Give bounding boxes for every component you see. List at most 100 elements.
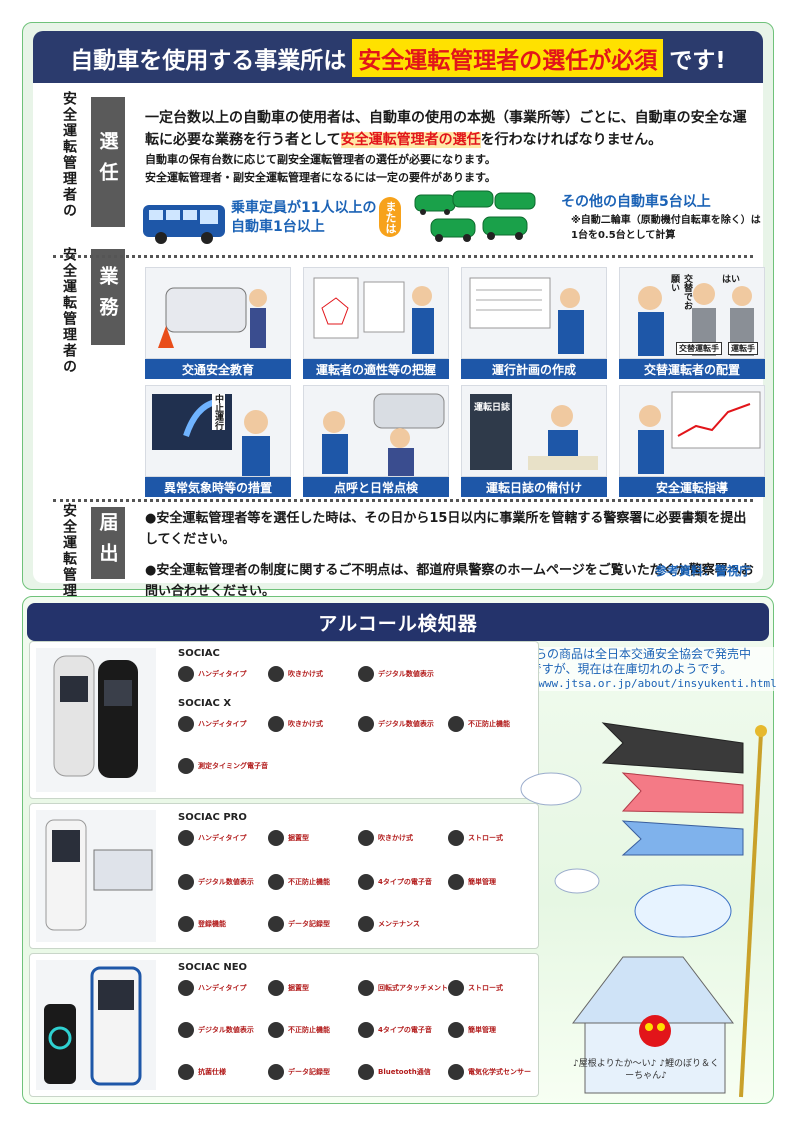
weather-sign: 中止運行 (212, 394, 225, 430)
banner-highlight: 安全運転管理者の選任が必須 (352, 39, 664, 77)
product-logo-1: SOCIAC (178, 648, 220, 659)
duty-illustration-2 (303, 267, 449, 359)
senin-subtext-b: 安全運転管理者・副安全運転管理者になるには一定の要件があります。 (145, 170, 496, 184)
duty-caption-8: 安全運転指導 (619, 477, 765, 497)
badge-driver: 運転手 (728, 342, 758, 355)
product-image-4 (36, 960, 156, 1090)
carp-blue (621, 820, 744, 856)
duty-illustration-8 (619, 385, 765, 477)
product-panel-3: SOCIAC PRO ハンディタイプ 据置型 吹きかけ式 ストロー式 デジタル数… (29, 803, 539, 949)
section-alcohol-detector: アルコール検知器 これらの商品は全日本交通安全協会で発売中 ですが、現在は在庫切… (22, 596, 779, 1104)
feature-4-3: 回転式アタッチメント (358, 980, 448, 996)
condition-cars: その他の自動車5台以上 (561, 194, 711, 210)
duty-card-3: 運行計画の作成 (461, 267, 607, 379)
feature-4-4: ストロー式 (448, 980, 503, 996)
cars-icon (414, 190, 536, 242)
product-image-1 (36, 648, 156, 792)
duty-card-4: 交替でお願い はい 交替運転手 運転手 交替運転者の配置 (619, 267, 765, 379)
feature-4-10: データ記録型 (268, 1064, 330, 1080)
duty-caption-2: 運転者の適性等の把握 (303, 359, 449, 379)
feature-3-7: 4タイプの電子音 (358, 874, 432, 890)
banner-pre: 自動車を使用する事業所は (70, 48, 347, 74)
divider-2 (53, 499, 753, 502)
duty-illustration-3 (461, 267, 607, 359)
product-panel-4: SOCIAC NEO ハンディタイプ 据置型 回転式アタッチメント ストロー式 … (29, 953, 539, 1097)
feature-2-3: デジタル数値表示 (358, 716, 434, 732)
duty-illustration-6 (303, 385, 449, 477)
duty-illustration-4: 交替でお願い はい 交替運転手 運転手 (619, 267, 765, 359)
feature-3-1: ハンディタイプ (178, 830, 247, 846)
feature-1-4: 測定タイミング電子音 (178, 758, 268, 774)
duty-illustration-7: 運転日誌 (461, 385, 607, 477)
feature-1-2: 吹きかけ式 (268, 666, 323, 682)
feature-3-4: ストロー式 (448, 830, 503, 846)
stock-url[interactable]: https://www.jtsa.or.jp/about/insyukenti.… (485, 677, 777, 690)
senin-subtext: 自動車の保有台数に応じて副安全運転管理者の選任が必要になります。 安全運転管理者… (145, 151, 755, 186)
product-logo-3: SOCIAC PRO (178, 812, 247, 823)
feature-3-10: データ記録型 (268, 916, 330, 932)
feature-3-3: 吹きかけ式 (358, 830, 413, 846)
feature-2-2: 吹きかけ式 (268, 716, 323, 732)
todoke-bullet-2: ●安全運転管理者の制度に関するご不明点は、都道府県警察のホームページをご覧いただ… (145, 563, 754, 599)
header-banner: 自動車を使用する事業所は 安全運転管理者の選任が必須 です! (33, 31, 763, 85)
duty-card-7: 運転日誌 運転日誌の備付け (461, 385, 607, 497)
feature-2-4: 不正防止機能 (448, 716, 510, 732)
motorcycle-note: ※自動二輪車（原動機付自転車を除く）は1台を0.5台として計算 (571, 215, 761, 241)
duty-illustration-5: 中止運行 (145, 385, 291, 477)
duty-card-1: 交通安全教育 (145, 267, 291, 379)
duty-card-2: 運転者の適性等の把握 (303, 267, 449, 379)
detector-banner: アルコール検知器 (27, 603, 769, 641)
senin-text-a: 一定台数以上の自動車の使用者は、自動車の使用の本拠（事業所等）ごとに、自動車の安… (145, 110, 747, 149)
product-panel-1: SOCIAC ハンディタイプ 吹きかけ式 デジタル数値表示 SOCIAC X ハ… (29, 641, 539, 799)
feature-4-11: Bluetooth通信 (358, 1064, 431, 1080)
duty-caption-6: 点呼と日常点検 (303, 477, 449, 497)
divider-1 (53, 255, 753, 258)
tag-senin: 選任 (91, 97, 125, 227)
feature-4-9: 抗菌仕様 (178, 1064, 226, 1080)
duty-caption-1: 交通安全教育 (145, 359, 291, 379)
senin-subtext-a: 自動車の保有台数に応じて副安全運転管理者の選任が必要になります。 (145, 153, 496, 166)
carp-black (601, 722, 744, 774)
duty-illustration-1 (145, 267, 291, 359)
hai-bubble: はい (722, 275, 741, 285)
feature-3-6: 不正防止機能 (268, 874, 330, 890)
duty-caption-4: 交替運転者の配置 (619, 359, 765, 379)
side-label-1: 安全運転管理者の (61, 91, 77, 219)
feature-3-5: デジタル数値表示 (178, 874, 254, 890)
reference-note: 参考資料：警視庁 (654, 564, 751, 578)
detector-title: アルコール検知器 (318, 612, 478, 635)
product-logo-4: SOCIAC NEO (178, 962, 248, 973)
condition-bus: 乗車定員が11人以上の自動車1台以上 (231, 200, 377, 235)
feature-4-1: ハンディタイプ (178, 980, 247, 996)
feature-3-2: 据置型 (268, 830, 309, 846)
senin-text-red: 安全運転管理者の選任 (340, 132, 481, 149)
duty-card-5: 中止運行 異常気象時等の措置 (145, 385, 291, 497)
feature-1-3: デジタル数値表示 (358, 666, 434, 682)
feature-4-12: 電気化学式センサー (448, 1064, 531, 1080)
carp-red (621, 772, 744, 814)
tag-gyomu: 業務 (91, 249, 125, 345)
duty-card-6: 点呼と日常点検 (303, 385, 449, 497)
senin-text-b: を行わなければなりません。 (480, 132, 663, 149)
duty-caption-3: 運行計画の作成 (461, 359, 607, 379)
stock-line-2: ですが、現在は在庫切れのようです。 (529, 662, 733, 676)
feature-3-11: メンテナンス (358, 916, 420, 932)
feature-4-8: 簡単管理 (448, 1022, 496, 1038)
diary-label: 運転日誌 (474, 403, 511, 413)
feature-3-9: 登録機能 (178, 916, 226, 932)
swap-bubble: 交替でお願い (669, 274, 692, 310)
bus-icon (143, 205, 225, 244)
duty-caption-5: 異常気象時等の措置 (145, 477, 291, 497)
product-image-3 (36, 810, 156, 942)
feature-1-1: ハンディタイプ (178, 666, 247, 682)
or-badge: または (379, 197, 401, 237)
senin-paragraph: 一定台数以上の自動車の使用者は、自動車の使用の本拠（事業所等）ごとに、自動車の安… (145, 107, 755, 152)
content-panel: 安全運転管理者の 選任 安全運転管理者の 業務 安全運転管理者の 届出 一定台数… (33, 83, 765, 631)
product-logo-2: SOCIAC X (178, 698, 232, 709)
side-label-2: 安全運転管理者の (61, 247, 77, 375)
badge-swap-driver: 交替運転手 (676, 342, 722, 355)
feature-4-6: 不正防止機能 (268, 1022, 330, 1038)
house-sign: ♪屋根よりたか〜い♪ ♪鯉のぼり＆くーちゃん♪ (573, 1059, 719, 1081)
feature-2-1: ハンディタイプ (178, 716, 247, 732)
duty-caption-7: 運転日誌の備付け (461, 477, 607, 497)
